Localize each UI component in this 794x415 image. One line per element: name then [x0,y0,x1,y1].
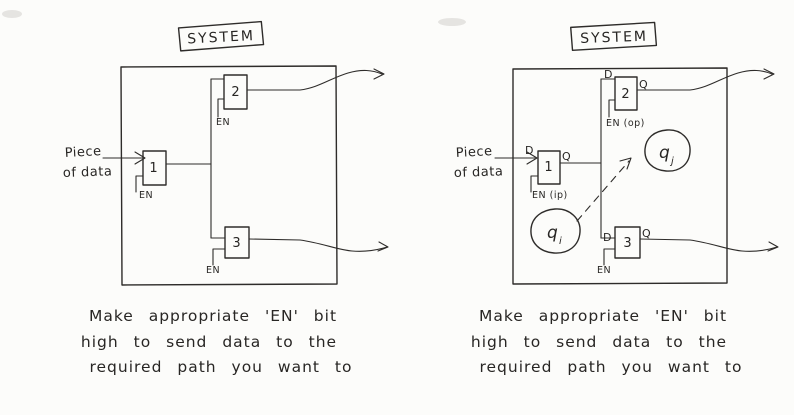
caption-right: Make appropriate 'EN' bit high to send d… [471,307,742,376]
output-arrow-reg3 [639,238,778,252]
system-title-label: SYSTEM [187,28,256,48]
register-2-box [614,76,638,111]
register-1-enable-stub [135,175,144,193]
register-3-box [614,226,641,259]
register-3-label: 3 [623,236,632,251]
output-arrow-reg2 [636,69,773,91]
register-3-enable-stub [603,248,616,266]
system-title-left: SYSTEM [177,20,265,52]
register-3-enable-stub [212,248,226,266]
state-bubble-qi-circle [530,208,581,254]
output-arrow-reg2 [246,69,383,91]
system-title-box [570,21,658,52]
input-label-line1: Piece [455,144,493,161]
input-label-line2: of data [454,164,504,181]
system-title-box [177,20,265,52]
output-arrow-reg3 [248,238,388,252]
output-arrowhead-reg3 [767,241,779,252]
register-2-pin-q: Q [639,78,649,91]
register-1-enable-label: EN (ip) [532,190,568,201]
caption-line-2: high to send data to the [81,333,337,351]
state-bubble-qj-label: q [659,143,671,163]
state-bubble-qi-subscript: i [559,236,563,247]
register-3-box [224,226,250,259]
register-1-enable-label: EN [139,190,153,201]
register-2-label: 2 [621,87,630,102]
input-label-line2: of data [63,164,113,181]
system-title-label: SYSTEM [580,29,648,47]
register-1-enable-stub [530,175,539,193]
register-1-pin-q: Q [562,150,572,163]
right-diagram: SYSTEM Piece of data 1 D Q EN (ip) 2 D Q… [454,21,779,376]
scan-smudge [438,18,466,26]
state-bubble-qi-label: q [547,223,559,243]
left-diagram: SYSTEM Piece of data 1 EN 2 EN 3 EN [63,20,389,376]
register-1-label: 1 [149,161,158,176]
caption-line-2: high to send data to the [471,333,727,351]
caption-line-1: Make appropriate 'EN' bit [89,307,337,325]
output-arrowhead-reg2 [373,68,385,80]
transition-arrow [576,160,630,222]
system-boundary [512,67,728,285]
caption-left: Make appropriate 'EN' bit high to send d… [81,307,352,376]
scan-smudge [2,10,22,18]
register-2-enable-stub [217,98,225,118]
register-3-enable-label: EN [206,265,220,276]
register-3-enable-label: EN [597,265,611,276]
input-arrowhead [526,151,538,165]
register-3-pin-q: Q [642,227,652,240]
input-arrowhead [134,151,146,165]
state-bubble-qj: q j [644,129,691,172]
register-2-enable-stub [608,99,616,118]
output-arrowhead-reg2 [763,68,775,80]
register-2-box [223,74,248,110]
caption-line-3: required path you want to [89,358,352,376]
register-1-label: 1 [544,160,553,175]
state-bubble-qi: q i [530,208,581,254]
caption-line-1: Make appropriate 'EN' bit [479,307,727,325]
caption-line-3: required path you want to [479,358,742,376]
register-1-pin-d: D [525,144,534,157]
system-title-right: SYSTEM [570,21,658,52]
output-arrowhead-reg3 [377,241,389,252]
register-1-box [142,150,167,186]
register-3-pin-d: D [603,231,612,244]
system-boundary [120,65,338,286]
register-2-pin-d: D [604,68,613,81]
register-2-label: 2 [231,85,240,100]
state-bubble-qj-subscript: j [669,156,675,167]
input-label-line1: Piece [64,144,102,161]
register-1-box [537,150,561,185]
register-2-enable-label: EN (op) [606,118,645,129]
state-bubble-qj-circle [644,129,691,172]
register-3-label: 3 [232,236,241,251]
register-2-enable-label: EN [216,117,230,128]
transition-arrowhead [619,157,632,170]
